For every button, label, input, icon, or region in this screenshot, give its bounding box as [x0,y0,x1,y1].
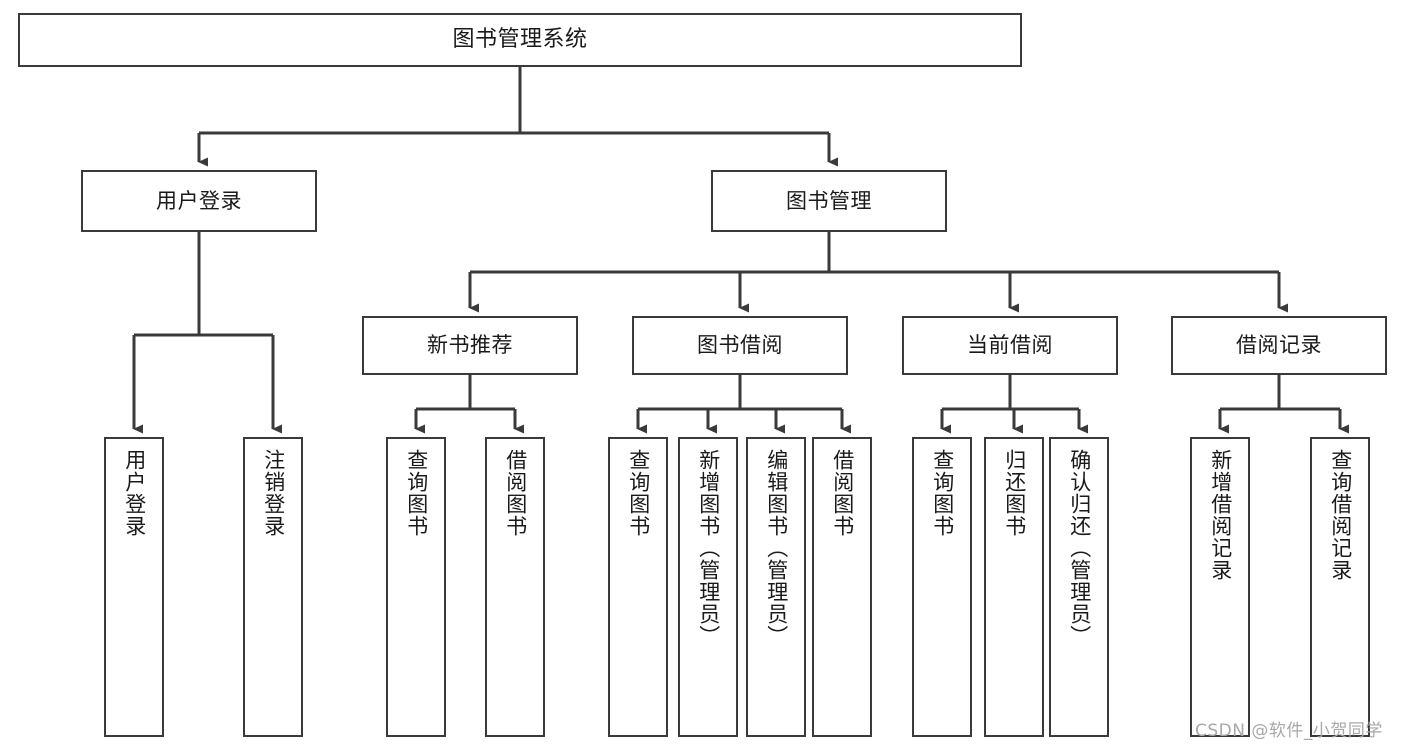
leaf-borrow-book[interactable]: 借阅图书 [812,437,872,737]
node-root-label: 图书管理系统 [452,27,588,53]
node-borrow-record-label: 借阅记录 [1236,333,1322,358]
leaf-label: 新增图书（管理员） [696,449,721,647]
leaf-add-book-admin[interactable]: 新增图书（管理员） [678,437,738,737]
leaf-label: 用户登录 [122,449,147,537]
leaf-confirm-return-admin[interactable]: 确认归还（管理员） [1049,437,1109,737]
leaf-query-book-new[interactable]: 查询图书 [386,437,446,737]
leaf-label: 查询图书 [930,449,955,537]
node-book-management-label: 图书管理 [786,188,872,213]
node-new-book-recommend-label: 新书推荐 [427,333,513,358]
leaf-edit-book-admin[interactable]: 编辑图书（管理员） [746,437,806,737]
leaf-label: 注销登录 [261,449,286,537]
leaf-query-book-current[interactable]: 查询图书 [912,437,972,737]
leaf-label: 查询借阅记录 [1328,449,1353,581]
leaf-label: 查询图书 [404,449,429,537]
node-book-borrow[interactable]: 图书借阅 [632,316,848,375]
node-user-login[interactable]: 用户登录 [81,170,317,232]
node-book-management[interactable]: 图书管理 [711,170,947,232]
leaf-label: 新增借阅记录 [1208,449,1233,581]
leaf-user-login[interactable]: 用户登录 [104,437,164,737]
leaf-label: 借阅图书 [503,449,528,537]
node-root[interactable]: 图书管理系统 [18,13,1022,67]
node-current-borrow-label: 当前借阅 [967,333,1053,358]
node-book-borrow-label: 图书借阅 [697,333,783,358]
leaf-label: 确认归还（管理员） [1067,449,1092,647]
leaf-borrow-book-new[interactable]: 借阅图书 [485,437,545,737]
csdn-watermark: CSDN @软件_小贺同学 [1195,721,1383,741]
leaf-label: 借阅图书 [830,449,855,537]
leaf-label: 查询图书 [626,449,651,537]
node-new-book-recommend[interactable]: 新书推荐 [362,316,578,375]
leaf-label: 编辑图书（管理员） [764,449,789,647]
leaf-add-borrow-record[interactable]: 新增借阅记录 [1190,437,1250,737]
leaf-logout[interactable]: 注销登录 [243,437,303,737]
node-borrow-record[interactable]: 借阅记录 [1171,316,1387,375]
leaf-label: 归还图书 [1002,449,1027,537]
leaf-query-book[interactable]: 查询图书 [608,437,668,737]
leaf-return-book[interactable]: 归还图书 [984,437,1044,737]
node-current-borrow[interactable]: 当前借阅 [902,316,1118,375]
leaf-query-borrow-record[interactable]: 查询借阅记录 [1310,437,1370,737]
node-user-login-label: 用户登录 [156,188,242,213]
